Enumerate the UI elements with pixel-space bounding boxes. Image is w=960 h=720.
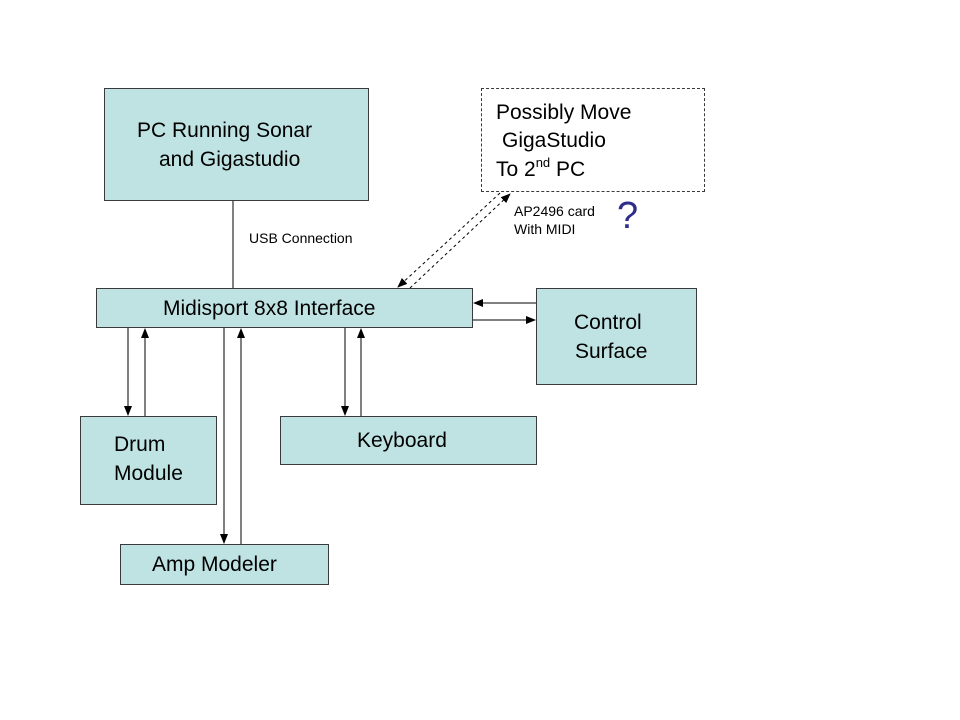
midisport-label: Midisport 8x8 Interface: [163, 297, 376, 320]
pc-label-line1: PC Running Sonar: [137, 119, 313, 142]
control-label-line1: Control: [574, 311, 642, 334]
amp-modeler-box: [120, 544, 329, 585]
giga-line3-prefix: To 2: [496, 158, 536, 181]
giga-line3-superscript: nd: [535, 155, 551, 170]
control-surface-box: [536, 288, 697, 385]
usb-connection-label: USB Connection: [249, 230, 353, 246]
dashed-arrow-midisport-to-giga: [409, 193, 511, 289]
giga-label-line3: To 2nd PC: [496, 155, 585, 184]
dashed-arrow-giga-to-midisport: [397, 192, 501, 288]
keyboard-label: Keyboard: [357, 429, 447, 452]
card-label-line1: AP2496 card: [514, 203, 595, 219]
drum-label-line2: Module: [114, 462, 183, 485]
drum-label-line1: Drum: [114, 433, 166, 456]
question-mark: ?: [617, 195, 639, 237]
giga-label-line1: Possibly Move: [496, 101, 632, 124]
midisport-box: [96, 288, 473, 328]
giga-dashed-box: [481, 88, 705, 192]
control-label-line2: Surface: [575, 340, 648, 363]
giga-label-line2: GigaStudio: [502, 129, 606, 152]
amp-modeler-label: Amp Modeler: [152, 553, 277, 576]
drum-module-box: [80, 416, 217, 505]
keyboard-box: [280, 416, 537, 465]
card-label-line2: With MIDI: [514, 221, 576, 237]
giga-line3-suffix: PC: [550, 158, 586, 181]
pc-label-line2: and Gigastudio: [159, 148, 301, 171]
pc-box: [104, 88, 369, 201]
